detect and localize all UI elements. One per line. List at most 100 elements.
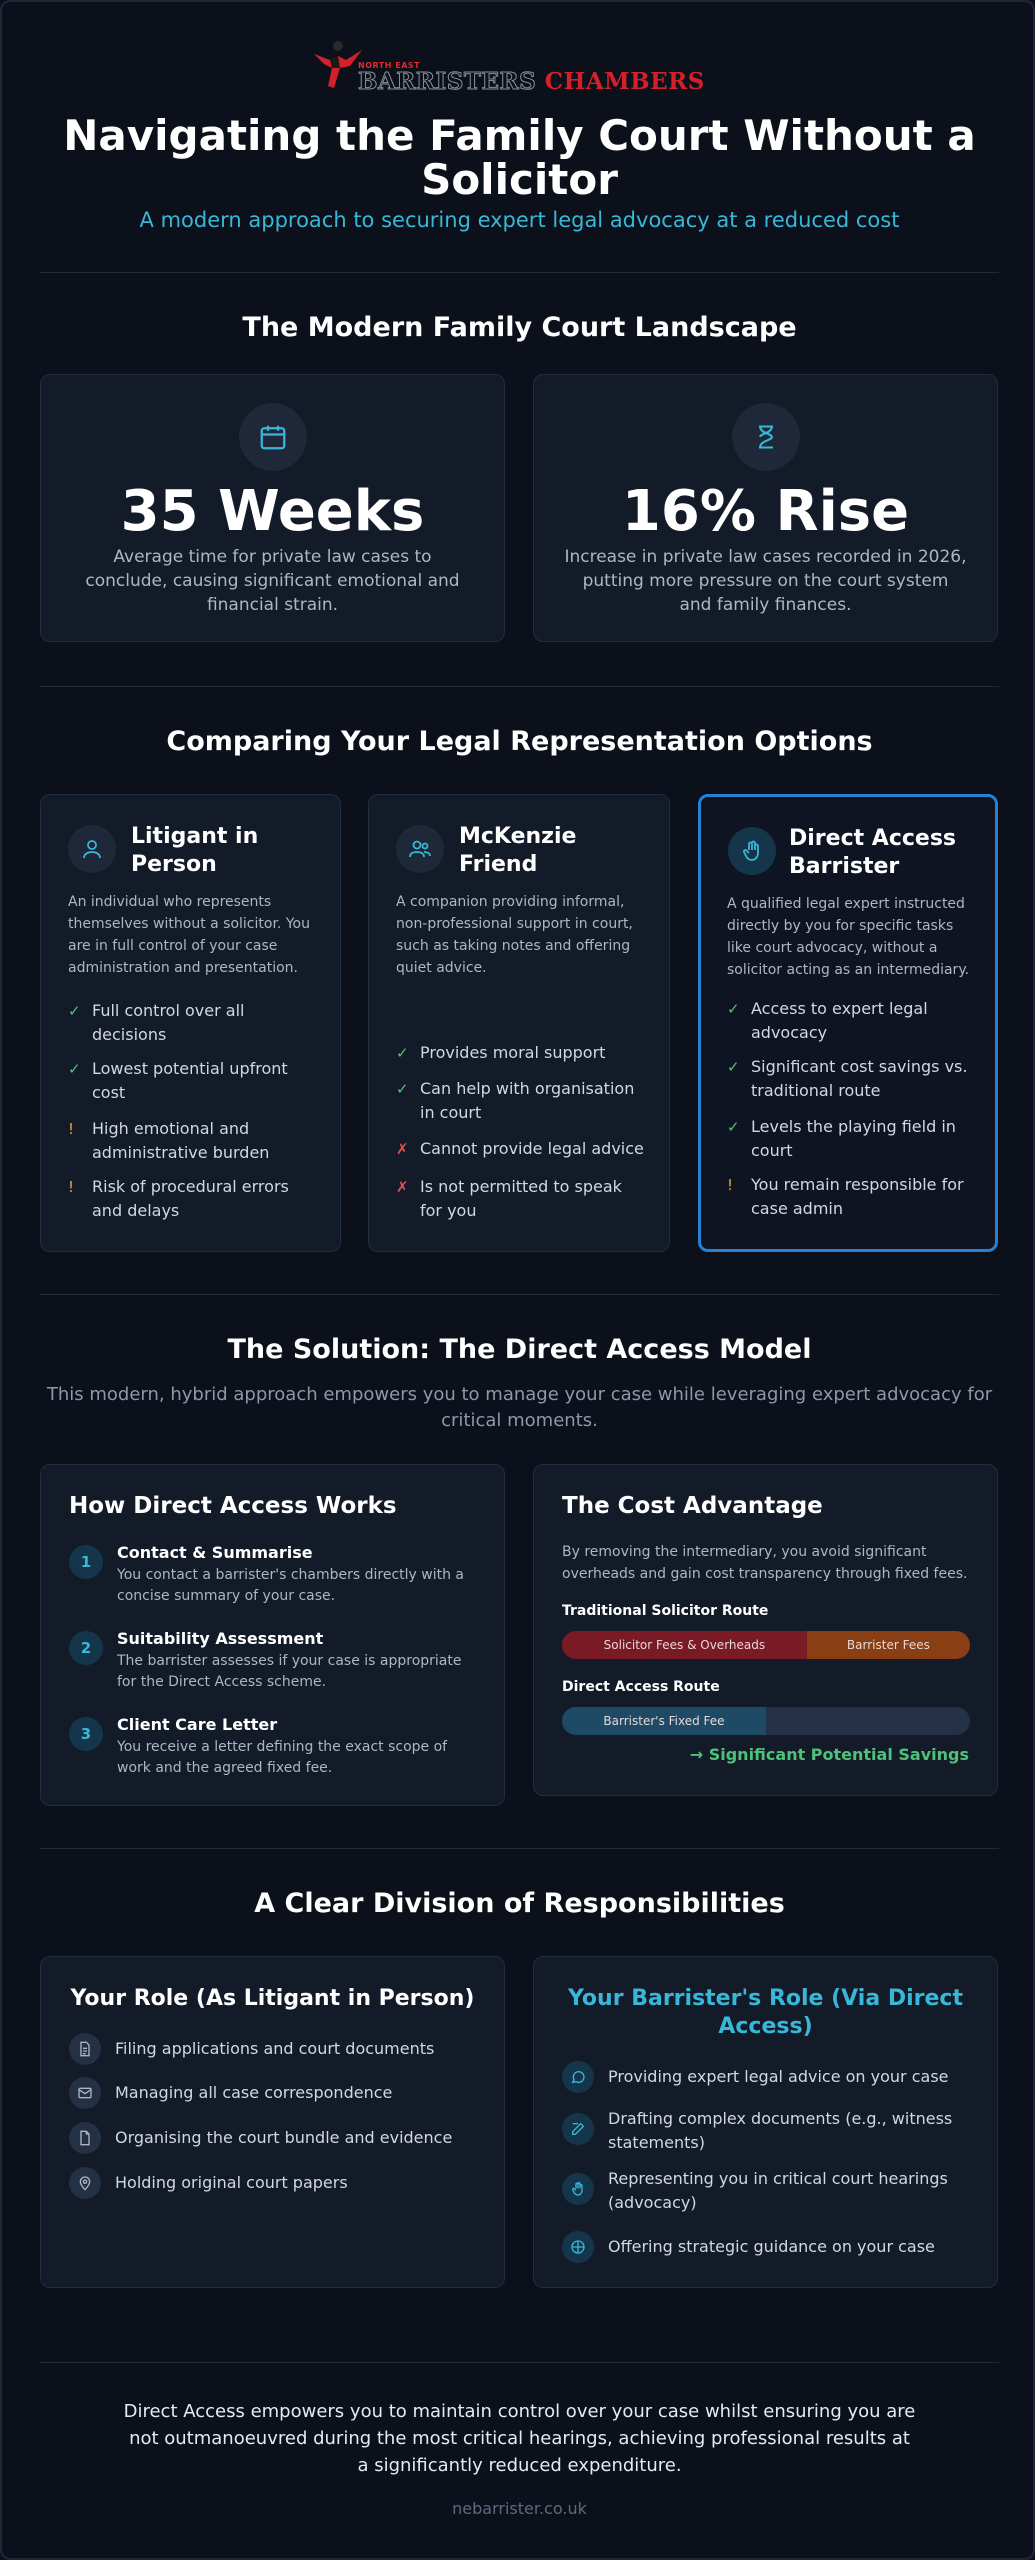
option-item: ✓ Access to expert legal advocacy (727, 997, 975, 1045)
footer-website: nebarrister.co.uk (452, 2499, 587, 2518)
stat-description: Average time for private law cases to co… (85, 547, 460, 615)
option-description: A qualified legal expert instructed dire… (727, 896, 970, 978)
logo-figure-icon (314, 41, 362, 88)
step-number: 3 (69, 1717, 103, 1751)
person-icon (68, 825, 116, 873)
divider (40, 1294, 999, 1295)
your-role-card: Your Role (As Litigant in Person) Filing… (40, 1956, 505, 2288)
step-description: You receive a letter defining the exact … (117, 1739, 448, 1776)
role-item-text: Managing all case correspondence (115, 2083, 393, 2102)
stat-description: Increase in private law cases recorded i… (564, 547, 967, 615)
role-item-text: Organising the court bundle and evidence (115, 2128, 453, 2147)
check-icon: ✓ (727, 1000, 740, 1018)
barrister-role-title: Your Barrister's Role (Via Direct Access… (568, 1986, 963, 2039)
role-item-text: Filing applications and court documents (115, 2039, 435, 2058)
option-item: ✓Significant cost savings vs. traditiona… (727, 1055, 975, 1103)
fixed-fee-segment: Barrister's Fixed Fee (562, 1707, 766, 1735)
stat-card-duration: 35 Weeks Average time for private law ca… (40, 374, 505, 642)
option-item-text: Cannot provide legal advice (420, 1139, 644, 1158)
option-item: ! You remain responsible for case admin (727, 1173, 975, 1221)
role-item-text: Drafting complex documents (e.g., witnes… (608, 2109, 953, 2152)
role-item-text: Providing expert legal advice on your ca… (608, 2067, 949, 2086)
option-item-text: High emotional and administrative burden (92, 1119, 270, 1162)
option-item-text: Significant cost savings vs. traditional… (751, 1057, 968, 1100)
file-icon (69, 2122, 101, 2154)
warning-icon: ! (727, 1176, 734, 1194)
warning-icon: ! (68, 1178, 75, 1196)
step-title: Suitability Assessment (117, 1629, 324, 1648)
option-item-text: You remain responsible for case admin (751, 1175, 964, 1218)
your-role-title: Your Role (As Litigant in Person) (70, 1986, 475, 2011)
step-number: 2 (69, 1631, 103, 1665)
hourglass-icon (732, 403, 800, 471)
option-item-text: Can help with organisation in court (420, 1079, 635, 1122)
option-item-text: Provides moral support (420, 1043, 606, 1062)
divider (40, 2362, 999, 2363)
responsibilities-section-title: A Clear Division of Responsibilities (254, 1888, 785, 1919)
chat-bubble-icon (562, 2061, 594, 2093)
divider (40, 272, 999, 273)
logo-tagline: NORTH EAST (358, 61, 421, 70)
document-icon (69, 2033, 101, 2065)
traditional-route-bar: Solicitor Fees & Overheads Barrister Fee… (562, 1631, 970, 1659)
closing-statement: Direct Access empowers you to maintain c… (123, 2401, 916, 2476)
option-item-text: Access to expert legal advocacy (751, 999, 928, 1042)
check-icon: ✓ (68, 1060, 81, 1078)
option-title: Direct Access Barrister (789, 826, 957, 879)
step-title: Client Care Letter (117, 1715, 278, 1734)
solution-intro: This modern, hybrid approach empowers yo… (46, 1384, 993, 1431)
check-icon: ✓ (68, 1002, 81, 1020)
edit-icon (562, 2113, 594, 2145)
direct-route-label: Direct Access Route (562, 1679, 720, 1695)
traditional-route-label: Traditional Solicitor Route (562, 1603, 769, 1619)
option-title: McKenzie Friend (459, 824, 577, 877)
how-it-works-title: How Direct Access Works (69, 1493, 397, 1519)
step-number: 1 (69, 1545, 103, 1579)
option-item: ! Risk of procedural errors and delays (68, 1175, 320, 1223)
option-card-litigant: Litigant in Person An individual who rep… (40, 794, 341, 1252)
logo-word-chambers: CHAMBERS (544, 68, 705, 95)
stat-card-rise: 16% Rise Increase in private law cases r… (533, 374, 998, 642)
step-description: The barrister assesses if your case is a… (117, 1653, 462, 1690)
role-item-text: Representing you in critical court heari… (608, 2169, 948, 2212)
gavel-icon (562, 2173, 594, 2205)
stat-value: 16% Rise (621, 479, 910, 544)
option-card-mckenzie: McKenzie Friend A companion providing in… (368, 794, 670, 1252)
page-title: Navigating the Family Court Without a So… (63, 111, 976, 204)
option-item-text: Risk of procedural errors and delays (92, 1177, 289, 1220)
option-item-text: Is not permitted to speak for you (420, 1177, 622, 1220)
barrister-fees-segment: Barrister Fees (806, 1631, 970, 1659)
option-item: ✗ Is not permitted to speak for you (396, 1175, 649, 1223)
savings-note: → Significant Potential Savings (689, 1745, 969, 1764)
direct-route-bar: Barrister's Fixed Fee (562, 1707, 970, 1735)
check-icon: ✓ (727, 1118, 740, 1136)
option-item: ✓ Can help with organisation in court (396, 1077, 649, 1125)
option-item-text: Lowest potential upfront cost (92, 1059, 288, 1102)
divider (40, 686, 999, 687)
check-icon: ✓ (396, 1044, 409, 1062)
option-item-text: Full control over all decisions (92, 1001, 245, 1044)
option-item: ✓ Lowest potential upfront cost (68, 1057, 320, 1105)
warning-icon: ! (68, 1120, 75, 1138)
cross-icon: ✗ (396, 1178, 409, 1196)
role-item-text: Holding original court papers (115, 2173, 348, 2192)
option-title: Litigant in Person (131, 824, 259, 877)
solution-section-title: The Solution: The Direct Access Model (227, 1334, 812, 1365)
compass-icon (562, 2231, 594, 2263)
cost-advantage-card: The Cost Advantage By removing the inter… (533, 1464, 998, 1796)
gavel-icon (728, 827, 776, 875)
divider (40, 1848, 999, 1849)
step-title: Contact & Summarise (117, 1543, 313, 1562)
option-item: ✗Cannot provide legal advice (396, 1137, 649, 1161)
page-subtitle: A modern approach to securing expert leg… (139, 208, 900, 232)
option-item: ✓Levels the playing field in court (727, 1115, 975, 1163)
envelope-icon (69, 2077, 101, 2109)
solicitor-fees-segment: Solicitor Fees & Overheads (562, 1631, 807, 1659)
option-description: An individual who represents themselves … (68, 894, 310, 976)
how-it-works-card: How Direct Access Works 1 Contact & Summ… (40, 1464, 505, 1806)
option-item: ✓ Full control over all decisions (68, 999, 320, 1047)
check-icon: ✓ (396, 1080, 409, 1098)
barrister-role-card: Your Barrister's Role (Via Direct Access… (533, 1956, 998, 2288)
landscape-section-title: The Modern Family Court Landscape (242, 312, 797, 343)
